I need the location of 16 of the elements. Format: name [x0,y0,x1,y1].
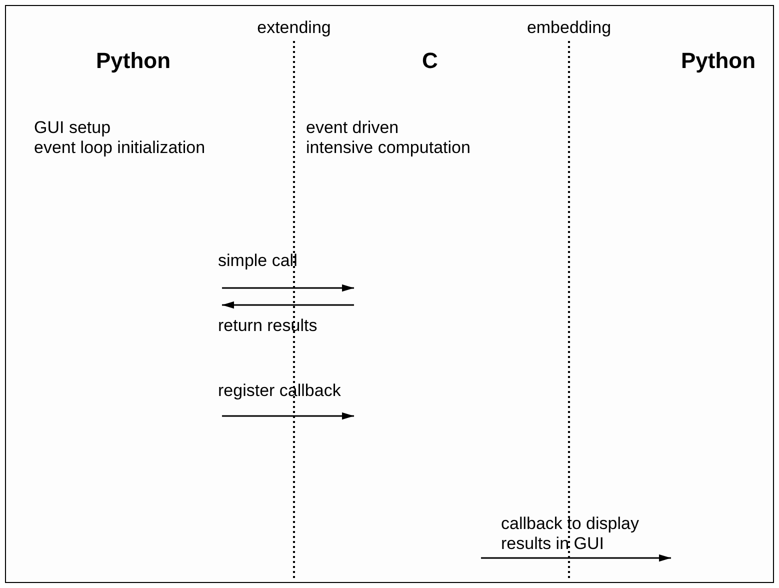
column-heading: Python [681,48,756,74]
edge-label: simple call [218,251,298,271]
zone-label: embedding [526,18,612,38]
column-heading: C [422,48,438,74]
arrow [481,554,671,562]
edge-label: return results [218,316,318,336]
arrow [222,301,354,309]
zone-label: extending [257,18,331,38]
arrow [222,412,354,420]
column-heading: Python [96,48,171,74]
description-text: GUI setup [34,118,111,138]
arrow [222,284,354,292]
edge-label: register callback [218,381,342,401]
description-text: intensive computation [306,138,470,158]
description-text: event loop initialization [34,138,206,158]
description-text: event driven [306,118,399,138]
